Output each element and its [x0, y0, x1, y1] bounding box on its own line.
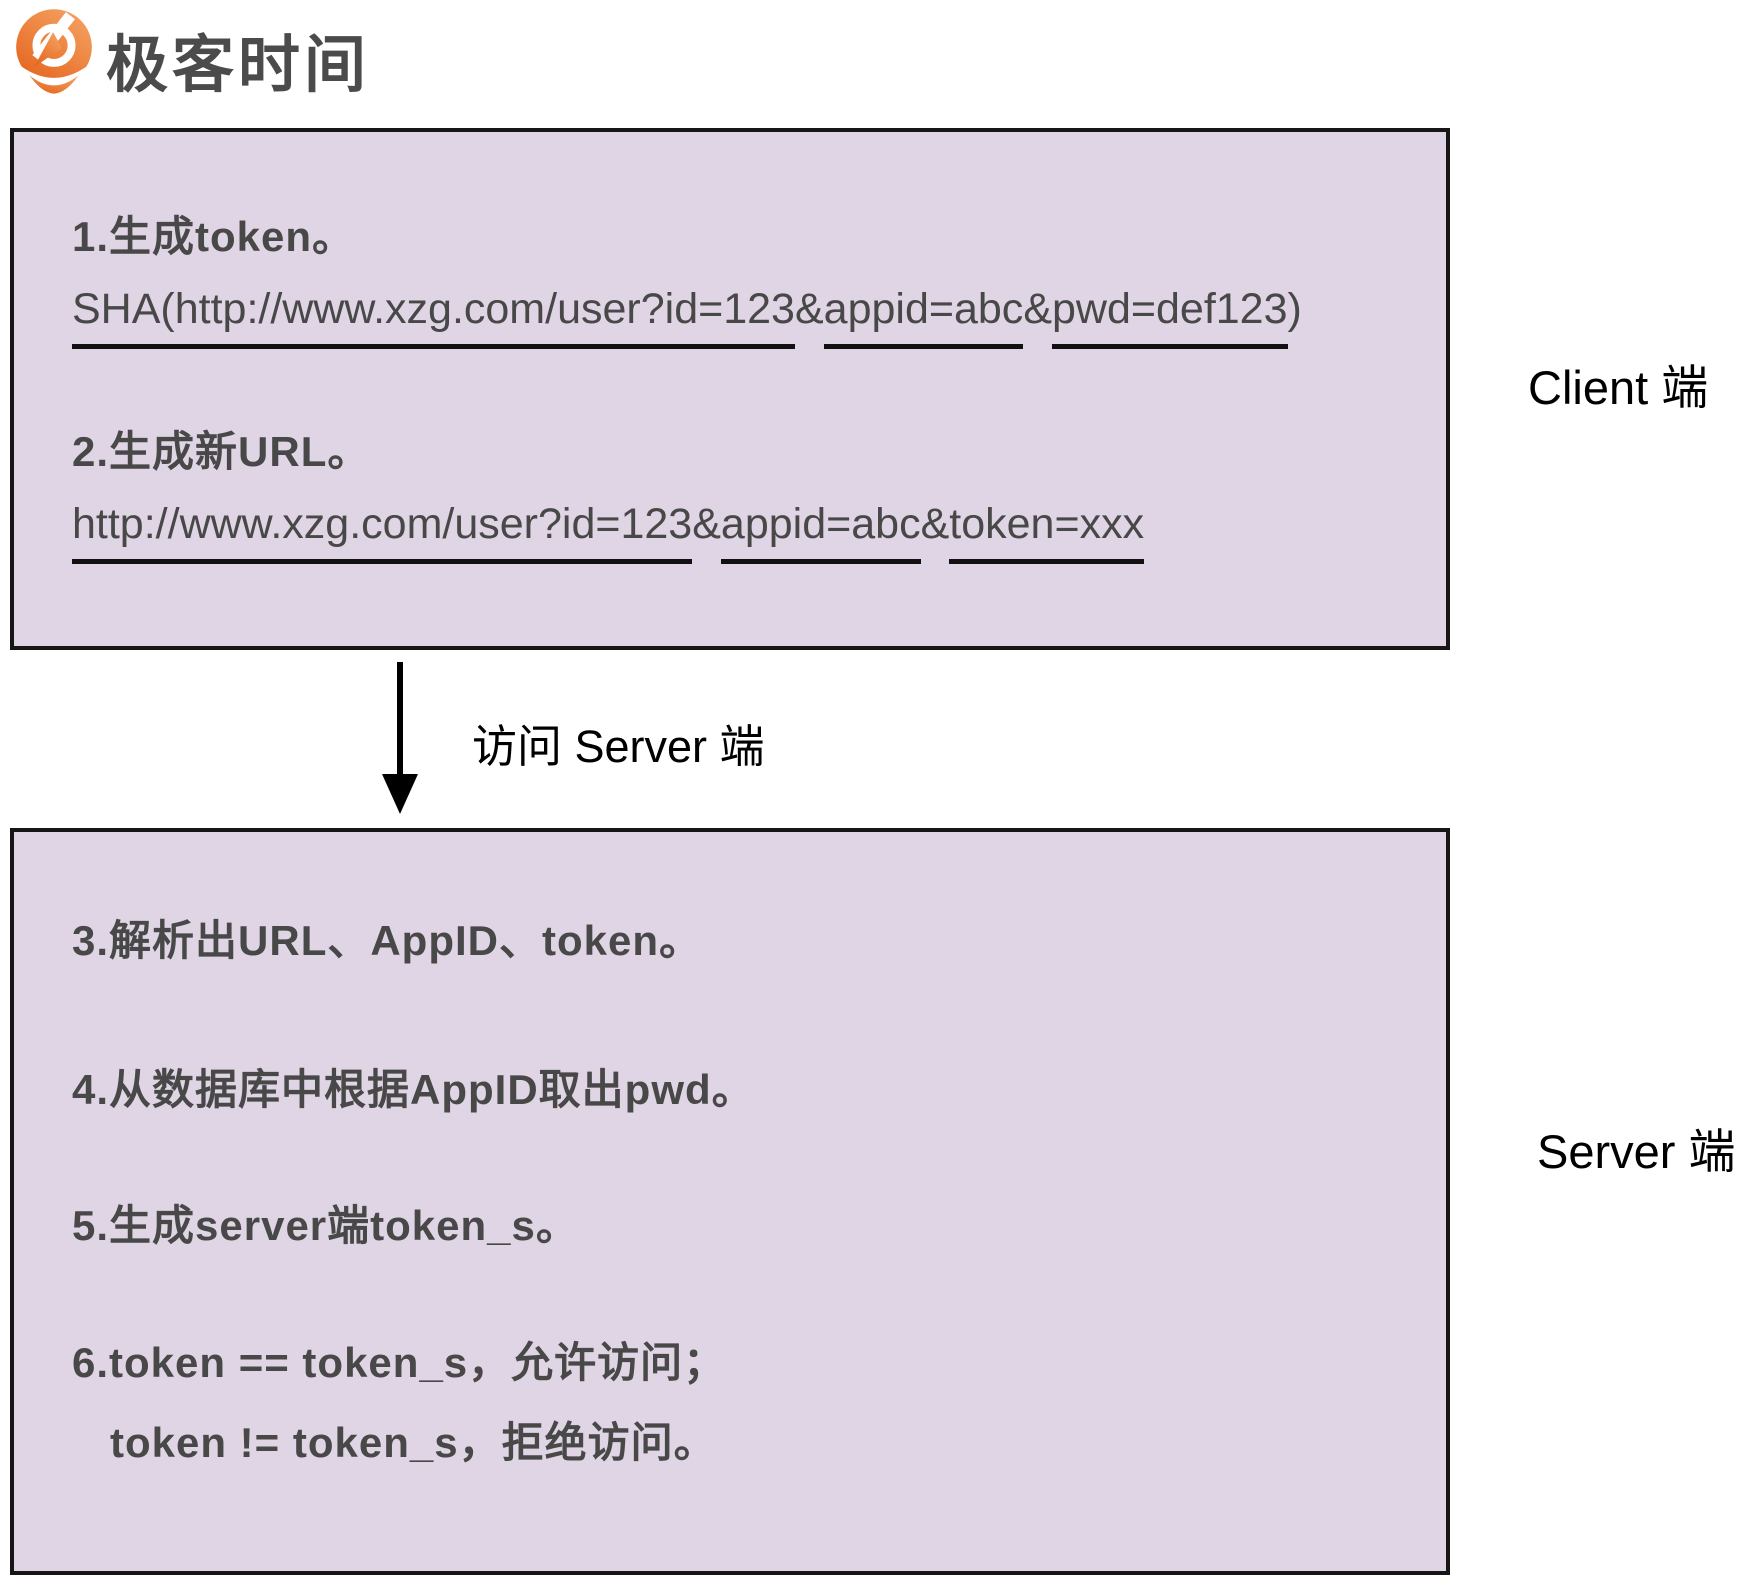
url2-amp-2: & [920, 500, 950, 548]
geektime-logo-icon [14, 9, 94, 94]
brand-name: 极客时间 [106, 31, 371, 100]
url1-amp-2: & [1023, 285, 1052, 333]
client-box: 1.生成token。 SHA(http://www.xzg.com/user?i… [10, 128, 1450, 650]
url1-signed-part: SHA(http://www.xzg.com/user?id=123 [72, 285, 795, 349]
url1-close-paren: ) [1287, 285, 1302, 333]
step1-title: 1.生成token。 [72, 213, 356, 260]
url2-appid-part: appid=abc [720, 500, 921, 564]
arrow-label: 访问 Server 端 [472, 721, 765, 772]
url1-appid-part: appid=abc [823, 285, 1024, 349]
step4-line: 4.从数据库中根据AppID取出pwd。 [72, 1066, 755, 1113]
url1-pwd-part: pwd=def123 [1052, 285, 1288, 349]
url2-token-part: token=xxx [949, 500, 1145, 564]
step2-url: http://www.xzg.com/user?id=123&appid=abc… [72, 499, 1145, 564]
url2-base-part: http://www.xzg.com/user?id=123 [72, 500, 693, 564]
step6-line-2: token != token_s，拒绝访问。 [110, 1419, 717, 1466]
url1-amp-1: & [794, 285, 824, 333]
server-label: Server 端 [1537, 1125, 1736, 1178]
step1-url: SHA(http://www.xzg.com/user?id=123&appid… [72, 284, 1302, 349]
step5-line: 5.生成server端token_s。 [72, 1202, 579, 1249]
step6-line-1: 6.token == token_s，允许访问； [72, 1339, 727, 1386]
step2-title: 2.生成新URL。 [72, 428, 371, 475]
client-label: Client 端 [1528, 361, 1709, 414]
down-arrow-head [382, 774, 418, 814]
down-arrow-shaft [397, 662, 403, 776]
server-box: 3.解析出URL、AppID、token。 4.从数据库中根据AppID取出pw… [10, 828, 1450, 1575]
step3-line: 3.解析出URL、AppID、token。 [72, 917, 703, 964]
url2-amp-1: & [692, 500, 721, 548]
